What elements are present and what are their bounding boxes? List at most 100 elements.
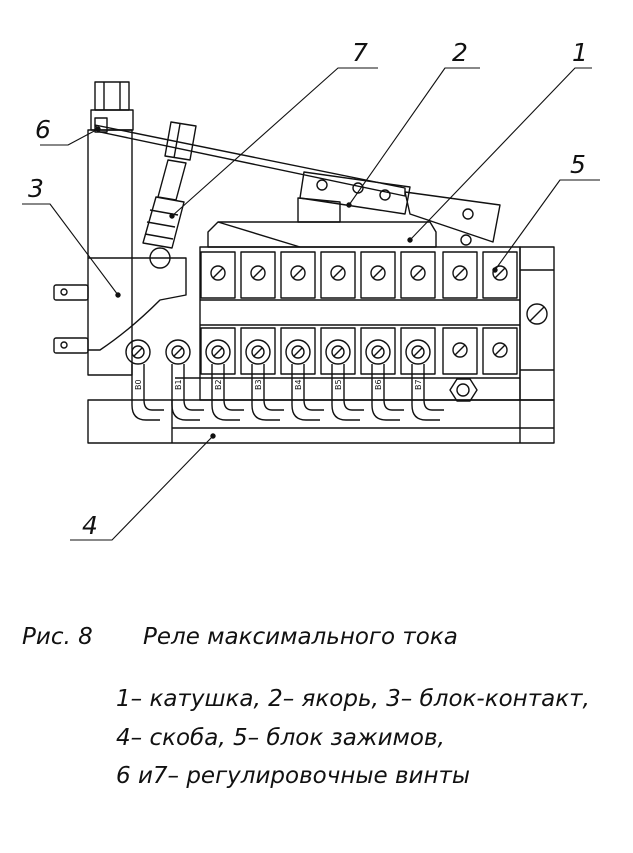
terminal-cell xyxy=(442,327,478,375)
lead-wire xyxy=(131,364,160,421)
terminal-cell xyxy=(280,327,316,375)
ring-lug xyxy=(125,339,151,365)
terminal-screw xyxy=(410,265,426,281)
screw-cell xyxy=(240,251,276,299)
leader-lines xyxy=(22,67,600,541)
screw-cell xyxy=(482,251,518,299)
lug-screw xyxy=(251,345,265,359)
lead-wire xyxy=(143,364,164,411)
terminal-tag: B2 xyxy=(214,379,223,390)
ring-lug xyxy=(365,339,391,365)
terminal-cell xyxy=(320,327,356,375)
lug-screw xyxy=(411,345,425,359)
lead-wire xyxy=(343,364,364,411)
callout-5: 5 xyxy=(570,150,586,179)
armature-lever xyxy=(94,124,501,246)
terminal-tag: B1 xyxy=(174,379,183,390)
legend-line: 1– катушка, 2– якорь, 3– блок-контакт, xyxy=(116,686,590,712)
lead-wire xyxy=(303,364,324,411)
lug-slot xyxy=(133,347,143,357)
terminal-screw xyxy=(492,342,508,358)
ring-lug xyxy=(285,339,311,365)
lead-wire xyxy=(411,364,440,421)
terminal-block xyxy=(175,246,555,401)
lug-slot xyxy=(333,347,343,357)
screw-slot xyxy=(412,267,424,279)
terminal-screw xyxy=(492,265,508,281)
adjusting-screw-7 xyxy=(142,121,197,249)
lead-wire xyxy=(251,364,280,421)
lug-screw xyxy=(331,345,345,359)
terminal-tag: B4 xyxy=(294,379,303,390)
screw-cell xyxy=(280,251,316,299)
terminal-cell xyxy=(200,327,236,375)
terminal-tag: B7 xyxy=(414,379,423,390)
lug-screw xyxy=(291,345,305,359)
terminal-tag: B0 xyxy=(134,379,143,390)
terminal-tag: B6 xyxy=(374,379,383,390)
callout-3: 3 xyxy=(28,174,44,203)
ring-lug xyxy=(325,339,351,365)
screw-slot xyxy=(212,267,224,279)
lug-slot xyxy=(173,347,183,357)
screw-cell xyxy=(360,251,396,299)
lead-wire xyxy=(291,364,320,421)
terminal-tag: B3 xyxy=(254,379,263,390)
terminal-screw xyxy=(370,265,386,281)
adjusting-screw-6 xyxy=(90,81,134,133)
callout-7: 7 xyxy=(352,38,368,67)
screw-slot xyxy=(372,267,384,279)
lead-wire xyxy=(423,364,444,411)
upper-screw-row xyxy=(200,251,518,299)
terminal-screw xyxy=(250,265,266,281)
lug-slot xyxy=(373,347,383,357)
relay-drawing: B0 B1 B2 B3 B4 B5 B6 B7 xyxy=(22,67,600,541)
figure-title: Реле максимального тока xyxy=(143,624,458,650)
screw-slot xyxy=(494,344,506,356)
screw-slot xyxy=(332,267,344,279)
bracket-part xyxy=(87,399,555,444)
terminal-screw xyxy=(452,265,468,281)
terminal-cell xyxy=(240,327,276,375)
ring-lug xyxy=(165,339,191,365)
lug-slot xyxy=(213,347,223,357)
callout-1: 1 xyxy=(572,38,588,67)
callout-6: 6 xyxy=(35,115,51,144)
lug-slot xyxy=(253,347,263,357)
lower-terminal-row: B0 B1 B2 B3 B4 B5 B6 B7 xyxy=(125,327,518,421)
lead-wire xyxy=(371,364,400,421)
terminal-cell xyxy=(400,327,436,375)
screw-cell xyxy=(442,251,478,299)
screw-cell xyxy=(320,251,356,299)
lug-slot xyxy=(293,347,303,357)
coil-part xyxy=(207,221,437,248)
figure-number: Рис. 8 xyxy=(22,624,93,650)
screw-slot xyxy=(454,344,466,356)
terminal-screw xyxy=(330,265,346,281)
screw-slot xyxy=(252,267,264,279)
screw-slot xyxy=(494,267,506,279)
terminal-tag: B5 xyxy=(334,379,343,390)
ring-lug xyxy=(405,339,431,365)
callout-2: 2 xyxy=(452,38,468,67)
hex-nut xyxy=(449,378,478,402)
ring-lug xyxy=(205,339,231,365)
lug-slot xyxy=(413,347,423,357)
lead-wire xyxy=(223,364,244,411)
terminal-cell xyxy=(360,327,396,375)
ring-lug xyxy=(245,339,271,365)
terminal-screw xyxy=(210,265,226,281)
lug-screw xyxy=(371,345,385,359)
lead-wire xyxy=(183,364,204,411)
hex-nut-bore xyxy=(456,383,470,397)
terminal-screw xyxy=(290,265,306,281)
lead-wire xyxy=(263,364,284,411)
screw-cell xyxy=(200,251,236,299)
screw-slot xyxy=(454,267,466,279)
terminal-cell xyxy=(482,327,518,375)
legend-line: 6 и7– регулировочные винты xyxy=(116,763,471,789)
lead-wire xyxy=(211,364,240,421)
screw-slot xyxy=(292,267,304,279)
lead-wire xyxy=(383,364,404,411)
terminal-screw xyxy=(452,342,468,358)
